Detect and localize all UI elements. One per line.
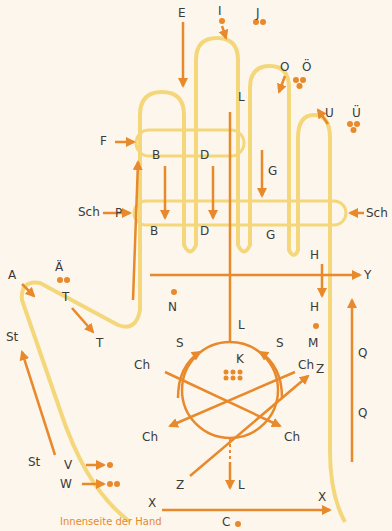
letter-label: A	[8, 268, 16, 282]
letter-label: V	[64, 458, 72, 472]
letter-label: T	[96, 336, 103, 350]
letter-label: X	[318, 490, 326, 504]
letter-label: Ä	[55, 260, 63, 274]
letter-label: Z	[316, 362, 324, 376]
letter-label: H	[310, 300, 319, 314]
caption-text: Innenseite der Hand	[60, 515, 162, 529]
letter-label: Q	[358, 346, 367, 360]
letter-label: F	[100, 134, 107, 148]
letter-label: Ch	[142, 430, 158, 444]
letter-label: J	[256, 6, 260, 20]
letter-label: G	[268, 164, 277, 178]
letter-label: Sch	[366, 206, 388, 220]
letter-label: B	[152, 148, 160, 162]
letter-label: K	[236, 352, 244, 366]
letter-label: S	[276, 336, 284, 350]
letter-label: P	[115, 206, 122, 220]
letter-label: St	[28, 455, 40, 469]
letter-label: E	[178, 6, 186, 20]
letter-label: D	[200, 148, 209, 162]
letter-label: T	[62, 290, 69, 304]
letter-label: W	[60, 477, 72, 491]
letter-label: C	[222, 515, 230, 529]
letter-label: S	[176, 336, 184, 350]
letter-label: St	[6, 330, 18, 344]
letter-label: Y	[364, 268, 371, 282]
letter-label: L	[238, 318, 245, 332]
letter-label: B	[150, 224, 158, 238]
letter-label: O	[280, 60, 289, 74]
letter-label: Z	[176, 478, 184, 492]
letter-label: D	[200, 224, 209, 238]
letter-label: L	[238, 478, 245, 492]
letter-label: Ch	[284, 430, 300, 444]
letter-label: I	[218, 4, 222, 18]
letter-label: N	[168, 300, 177, 314]
letter-label: Sch	[78, 205, 100, 219]
letter-label: Ch	[298, 358, 314, 372]
letter-label: Ü	[352, 106, 361, 120]
letter-label: M	[308, 336, 318, 350]
letter-label: L	[238, 90, 245, 104]
letter-label: Ö	[302, 60, 311, 74]
letter-label: Ch	[134, 358, 150, 372]
letter-label: G	[266, 228, 275, 242]
letter-label: U	[325, 106, 334, 120]
letter-label: X	[148, 496, 156, 510]
letter-label: Q	[358, 406, 367, 420]
letter-label: H	[310, 248, 319, 262]
